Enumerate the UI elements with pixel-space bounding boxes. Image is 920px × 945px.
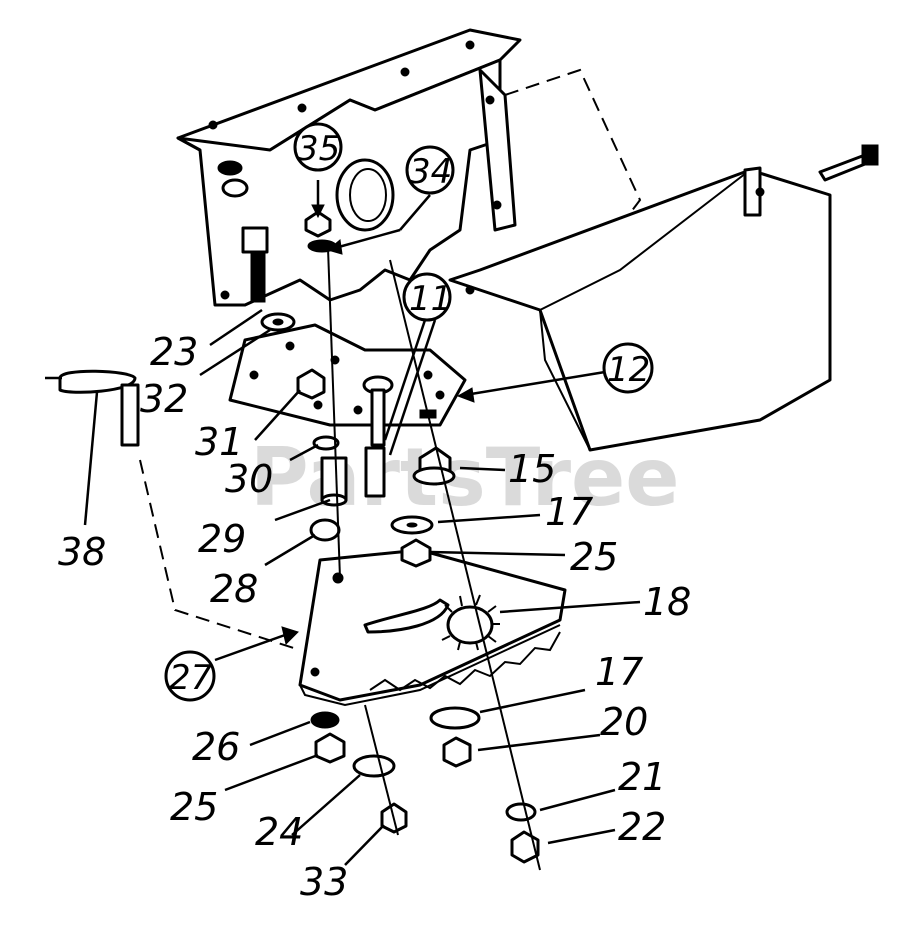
axis-lines (327, 247, 541, 871)
callout-35: 35 (293, 122, 343, 172)
callout-17b: 17 (595, 650, 643, 694)
callout-26: 26 (192, 725, 240, 769)
svg-text:34: 34 (409, 152, 452, 192)
callout-15: 15 (508, 447, 556, 491)
callout-25b: 25 (170, 785, 218, 829)
callout-32: 32 (140, 377, 188, 421)
callout-25a: 25 (570, 535, 618, 579)
callout-38: 38 (58, 530, 106, 574)
callout-12: 12 (602, 342, 654, 394)
upper-bracket (176, 28, 522, 307)
bolt-part-38 (45, 369, 140, 447)
callout-20: 20 (600, 700, 648, 744)
svg-text:27: 27 (169, 658, 213, 698)
leader-lines (83, 180, 641, 866)
callout-30: 30 (225, 457, 273, 501)
callout-21: 21 (618, 755, 666, 799)
callout-22: 22 (618, 805, 666, 849)
callout-18: 18 (643, 580, 691, 624)
sector-gear-part-27 (298, 548, 567, 707)
bushing-part-29 (320, 456, 348, 507)
callout-34: 34 (405, 145, 455, 195)
mounting-plate (228, 323, 467, 427)
bolt-part-23 (241, 226, 269, 303)
callout-23: 23 (150, 330, 198, 374)
callout-11: 11 (402, 272, 452, 322)
washer-part-32 (260, 312, 296, 332)
assembly-lines (139, 68, 642, 651)
callout-33: 33 (300, 860, 348, 904)
callout-24: 24 (255, 810, 303, 854)
cover-part-12 (448, 144, 879, 452)
callout-17a: 17 (545, 490, 593, 534)
callout-31: 31 (195, 420, 243, 464)
svg-text:11: 11 (409, 279, 452, 319)
callout-28: 28 (210, 567, 258, 611)
svg-text:35: 35 (297, 129, 340, 169)
callout-29: 29 (198, 517, 246, 561)
bolt-part-11 (362, 375, 394, 498)
callout-27: 27 (164, 650, 216, 702)
svg-text:12: 12 (607, 350, 650, 390)
